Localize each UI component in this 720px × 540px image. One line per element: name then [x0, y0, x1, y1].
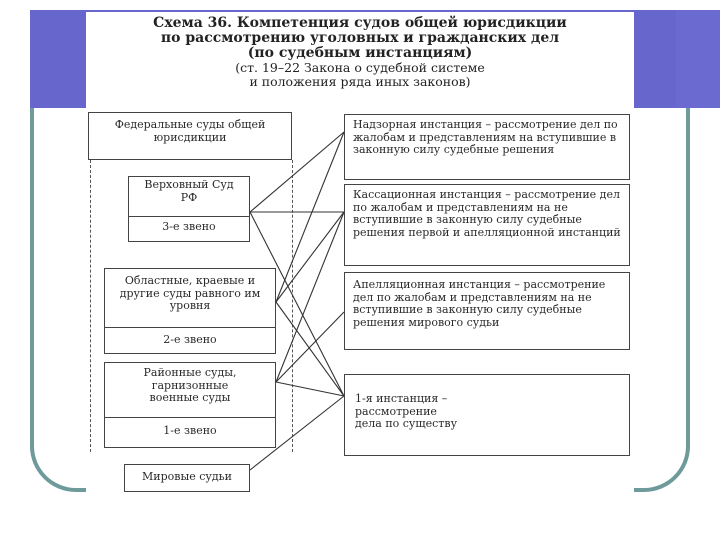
line-regional-cassation — [275, 211, 345, 303]
supreme-court-name: Верховный Суд РФ — [144, 178, 234, 204]
regional-courts-tier: 2-е звено — [105, 327, 275, 356]
supervisory-instance-text: Надзорная инстанция – рассмотрение дел п… — [353, 118, 618, 156]
first-instance-text: 1-я инстанция – рассмотрение дела по сущ… — [355, 392, 458, 430]
supreme-court-tier: 3-е звено — [129, 216, 249, 243]
scheme-slide: Схема 36. Компетенция судов общей юрисди… — [86, 12, 634, 496]
regional-courts-name: Областные, краевые и другие суды равного… — [119, 274, 261, 312]
line-district-cassation — [275, 211, 345, 383]
scheme-title: Схема 36. Компетенция судов общей юрисди… — [86, 16, 634, 89]
federal-courts-header: Федеральные суды общей юрисдикции — [88, 112, 292, 160]
line-supreme-first — [249, 211, 345, 397]
magistrate-label: Мировые судьи — [142, 470, 232, 483]
line-magistrate-first — [249, 395, 345, 471]
title-line-3: (по судебным инстанциям) — [247, 45, 473, 61]
title-line-4: (ст. 19–22 Закона о судебной системе — [235, 60, 485, 75]
appeal-instance-text: Апелляционная инстанция – рассмотрение д… — [353, 278, 606, 329]
appeal-instance-box: Апелляционная инстанция – рассмотрение д… — [344, 272, 630, 350]
line-regional-supervisory — [275, 131, 345, 303]
line-supreme-supervisory — [249, 131, 345, 213]
regional-courts-box: Областные, краевые и другие суды равного… — [104, 268, 276, 354]
cassation-instance-box: Кассационная инстанция – рассмотрение де… — [344, 184, 630, 266]
first-instance-box: 1-я инстанция – рассмотрение дела по сущ… — [344, 374, 630, 456]
title-line-2: по рассмотрению уголовных и гражданских … — [160, 30, 560, 46]
dashed-guide-right — [292, 160, 293, 452]
title-line-5: и положения ряда иных законов) — [249, 74, 471, 89]
cassation-instance-text: Кассационная инстанция – рассмотрение де… — [353, 188, 621, 239]
district-courts-box: Районные суды, гарнизонные военные суды … — [104, 362, 276, 448]
line-regional-first — [275, 301, 345, 397]
federal-courts-label: Федеральные суды общей юрисдикции — [114, 118, 266, 144]
line-district-appeal — [275, 311, 345, 383]
supreme-court-box: Верховный Суд РФ 3-е звено — [128, 176, 250, 242]
magistrate-box: Мировые судьи — [124, 464, 250, 492]
connector-lines — [249, 131, 345, 471]
supervisory-instance-box: Надзорная инстанция – рассмотрение дел п… — [344, 114, 630, 180]
district-courts-name: Районные суды, гарнизонные военные суды — [143, 366, 237, 404]
line-district-first — [275, 381, 345, 397]
title-line-1: Схема 36. Компетенция судов общей юрисди… — [153, 15, 567, 31]
header-band-right — [676, 10, 720, 108]
district-courts-tier: 1-е звено — [105, 417, 275, 448]
dashed-guide-left — [90, 160, 91, 452]
